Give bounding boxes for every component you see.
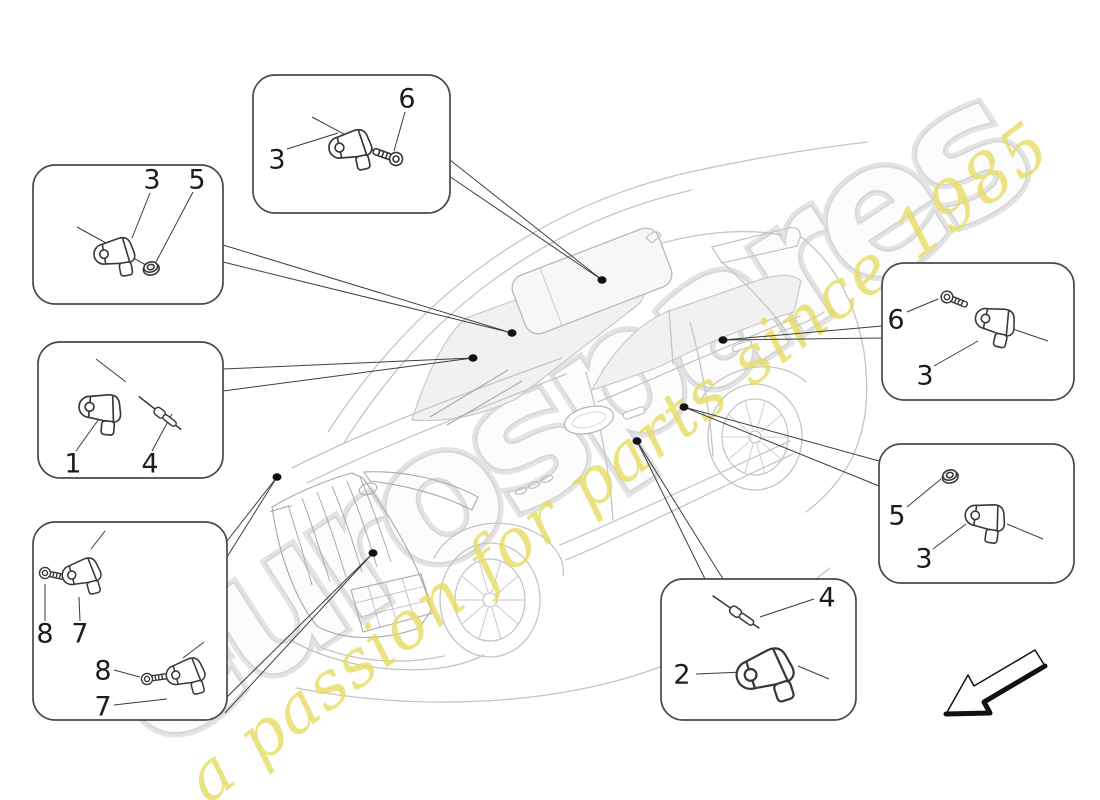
part-number[interactable]: 7 (71, 619, 88, 650)
sensor-location-dot (272, 473, 282, 481)
part-number[interactable]: 3 (915, 544, 932, 575)
part-number[interactable]: 8 (36, 619, 53, 650)
part-number[interactable]: 5 (188, 165, 205, 196)
grille (271, 472, 432, 639)
car-illustration (269, 141, 869, 703)
side-mirror (563, 405, 615, 435)
front-wheel-icon (439, 542, 541, 658)
trident-badge (358, 482, 378, 496)
part-number[interactable]: 8 (94, 656, 111, 687)
callout-box-sill[interactable]: 4 2 (660, 578, 857, 721)
callout-box-front[interactable]: 8 7 8 7 (32, 521, 228, 723)
part-number[interactable]: 4 (141, 449, 158, 480)
part-number[interactable]: 6 (887, 305, 904, 336)
fender-vents (514, 475, 554, 495)
part-number[interactable]: 7 (94, 692, 111, 723)
sensor-location-dot (718, 336, 728, 344)
part-number[interactable]: 1 (64, 449, 81, 480)
grille-slats (287, 476, 392, 586)
part-number[interactable]: 6 (398, 84, 415, 115)
door-handles (622, 340, 753, 420)
sensor-location-dot (507, 329, 517, 337)
headlight (363, 471, 479, 511)
lower-intake (350, 573, 434, 633)
leader-lines (222, 159, 883, 714)
part-number[interactable]: 3 (268, 145, 285, 176)
part-number[interactable]: 3 (916, 361, 933, 392)
part-number[interactable]: 5 (888, 501, 905, 532)
part-number[interactable]: 3 (143, 165, 160, 196)
callout-box-rear-quarter[interactable]: 6 3 (881, 262, 1075, 401)
sensor-location-dot (632, 437, 642, 445)
part-number[interactable]: 2 (673, 660, 690, 691)
sensor-location-dot (597, 276, 607, 284)
sensor-location-dots[interactable] (272, 276, 728, 557)
direction-arrow-icon (943, 649, 1048, 717)
callout-box-windshield[interactable]: 3 5 (32, 164, 224, 305)
side-windows (590, 274, 802, 391)
callout-box-roof[interactable]: 3 6 (252, 74, 451, 214)
intake-mesh (354, 577, 431, 628)
sensor-location-dot (679, 403, 689, 411)
sunroof (511, 227, 673, 335)
part-number[interactable]: 4 (818, 583, 835, 614)
callout-box-rear-door[interactable]: 5 3 (878, 443, 1075, 584)
callout-box-dashboard[interactable]: 1 4 (37, 341, 224, 480)
rear-wheel-icon (707, 383, 803, 491)
sensor-location-dot (468, 354, 478, 362)
sensor-location-dot (368, 549, 378, 557)
